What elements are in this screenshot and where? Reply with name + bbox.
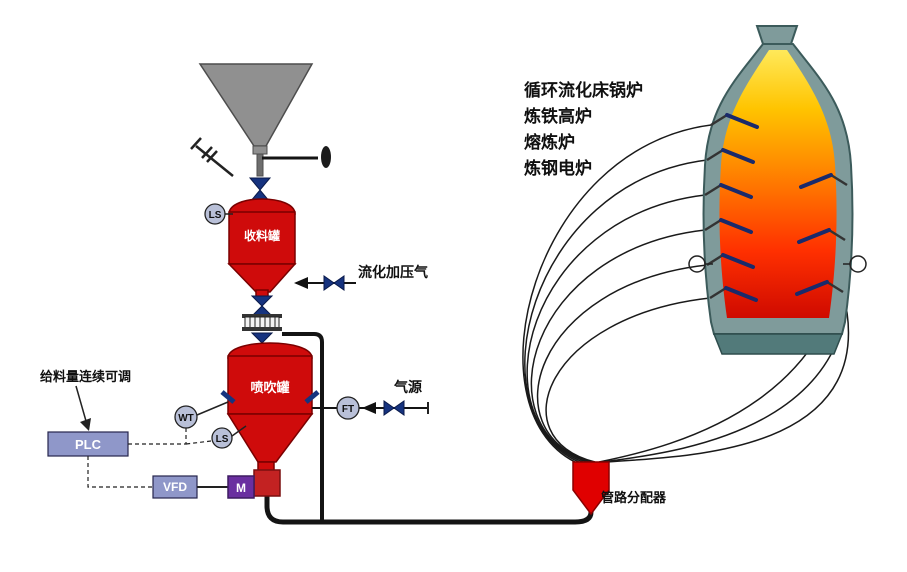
vfd-label: VFD — [163, 480, 187, 494]
plc-vfd-signal — [87, 456, 153, 488]
furnace — [688, 25, 867, 355]
feed-note-label: 给料量连续可调 — [40, 369, 131, 384]
bellows-ribs — [249, 317, 276, 328]
distributor-label: 管路分配器 — [601, 490, 667, 505]
pipe-line — [545, 297, 711, 463]
flow-transmitter-label: FT — [342, 404, 354, 415]
control-system: 给料量连续可调 PLC VFD M — [40, 369, 281, 499]
receiving-tank-label: 收料罐 — [244, 228, 280, 243]
pipe-loop-right-icon — [849, 255, 867, 273]
flow-arrow-icon — [362, 402, 376, 414]
lance-icon — [797, 228, 831, 244]
hopper-stem — [256, 153, 264, 177]
pipe-line — [536, 264, 708, 463]
application-item: 炼铁高炉 — [524, 106, 592, 126]
ls-plc-signal — [185, 440, 212, 445]
level-switch-bottom-label: LS — [216, 434, 229, 445]
receiving-tank-cone — [227, 263, 297, 293]
inlet-valve-icon — [248, 177, 272, 191]
lance-icon — [719, 183, 753, 199]
gas-source-label: 气源 — [393, 379, 422, 396]
fluidizing-gas-label: 流化加压气 — [358, 264, 428, 281]
flow-transmitter — [336, 396, 360, 420]
injection-lances — [704, 113, 848, 302]
lance-icon — [795, 280, 829, 296]
lance-connector — [826, 280, 844, 294]
lance-icon — [725, 113, 759, 129]
fluidizing-nozzle-icon — [304, 390, 320, 404]
motor-label: M — [236, 481, 246, 495]
injection-tank-body — [227, 355, 313, 415]
receiving-tank-body — [228, 211, 296, 265]
pipe-line — [526, 194, 706, 463]
lance-icon — [719, 218, 753, 234]
lance-icon — [724, 286, 758, 302]
receiving-tank: 收料罐 LS — [204, 177, 297, 299]
bypass-pipe — [282, 332, 324, 522]
pipeline-distributor: 管路分配器 — [572, 461, 667, 516]
hopper-funnel — [198, 63, 314, 147]
level-switch-top — [204, 203, 226, 225]
feed-hopper — [190, 63, 331, 177]
plc-label: PLC — [75, 437, 102, 452]
fluidizing-nozzle-icon — [220, 390, 236, 404]
application-item: 熔炼炉 — [524, 132, 575, 152]
application-item: 循环流化床锅炉 — [524, 80, 643, 100]
feed-note-arrowhead-icon — [80, 418, 91, 431]
rotary-feeder — [253, 469, 281, 497]
fluidizing-gas-valve-icon — [323, 275, 335, 291]
pipe-line — [524, 159, 708, 463]
furnace-base — [712, 333, 844, 355]
level-switch-bottom — [211, 427, 233, 449]
level-switch-top-label: LS — [209, 210, 222, 221]
fluidizing-gas-line: 流化加压气 — [294, 264, 428, 291]
transfer-valve-icon — [250, 295, 274, 307]
pipe-loop-left-icon — [688, 255, 706, 273]
weight-transmitter-label: WT — [178, 413, 194, 424]
feed-note-arrow-line — [75, 385, 87, 422]
injection-tank-cone — [226, 413, 314, 463]
injection-inlet-valve-icon — [250, 332, 274, 344]
flow-arrow-icon — [294, 277, 308, 289]
lance-icon — [799, 173, 833, 189]
bellows-flange — [242, 327, 282, 331]
inlet-branch-pipe — [190, 137, 234, 177]
instruments: WT LS — [174, 401, 247, 449]
gas-source-valve-icon — [393, 400, 405, 416]
furnace-top-cap — [755, 25, 799, 45]
furnace-cavity — [719, 50, 837, 318]
lance-icon — [721, 253, 755, 269]
lance-connector — [830, 173, 848, 187]
applications-list: 循环流化床锅炉 炼铁高炉 熔炼炉 炼钢电炉 — [524, 80, 643, 178]
gas-source-valve-icon — [383, 400, 395, 416]
pipe-line — [530, 229, 706, 463]
lance-icon — [721, 148, 755, 164]
distribution-pipes — [522, 124, 850, 463]
pipe-line — [606, 291, 850, 463]
wt-tap — [196, 401, 229, 416]
ls-bottom-tap — [231, 425, 247, 437]
lance-connector — [706, 148, 724, 162]
bellows-flange — [242, 314, 282, 318]
lance-connector — [704, 218, 722, 232]
gas-source-line: FT 气源 — [312, 379, 429, 420]
lance-connector — [710, 113, 728, 127]
main-conveying-pipe — [264, 494, 594, 525]
fluidizing-gas-valve-icon — [333, 275, 345, 291]
injection-tank-label: 喷吹罐 — [250, 380, 289, 395]
injection-tank: 喷吹罐 — [220, 342, 320, 473]
lance-connector — [709, 286, 727, 300]
hopper-neck — [252, 145, 268, 155]
distributor-body — [572, 461, 610, 516]
lance-connector — [828, 228, 846, 242]
lance-connector — [704, 183, 722, 197]
handwheel-icon — [321, 146, 331, 168]
motor-box — [227, 475, 255, 499]
application-item: 炼钢电炉 — [524, 158, 592, 178]
wt-plc-signal — [128, 428, 187, 445]
